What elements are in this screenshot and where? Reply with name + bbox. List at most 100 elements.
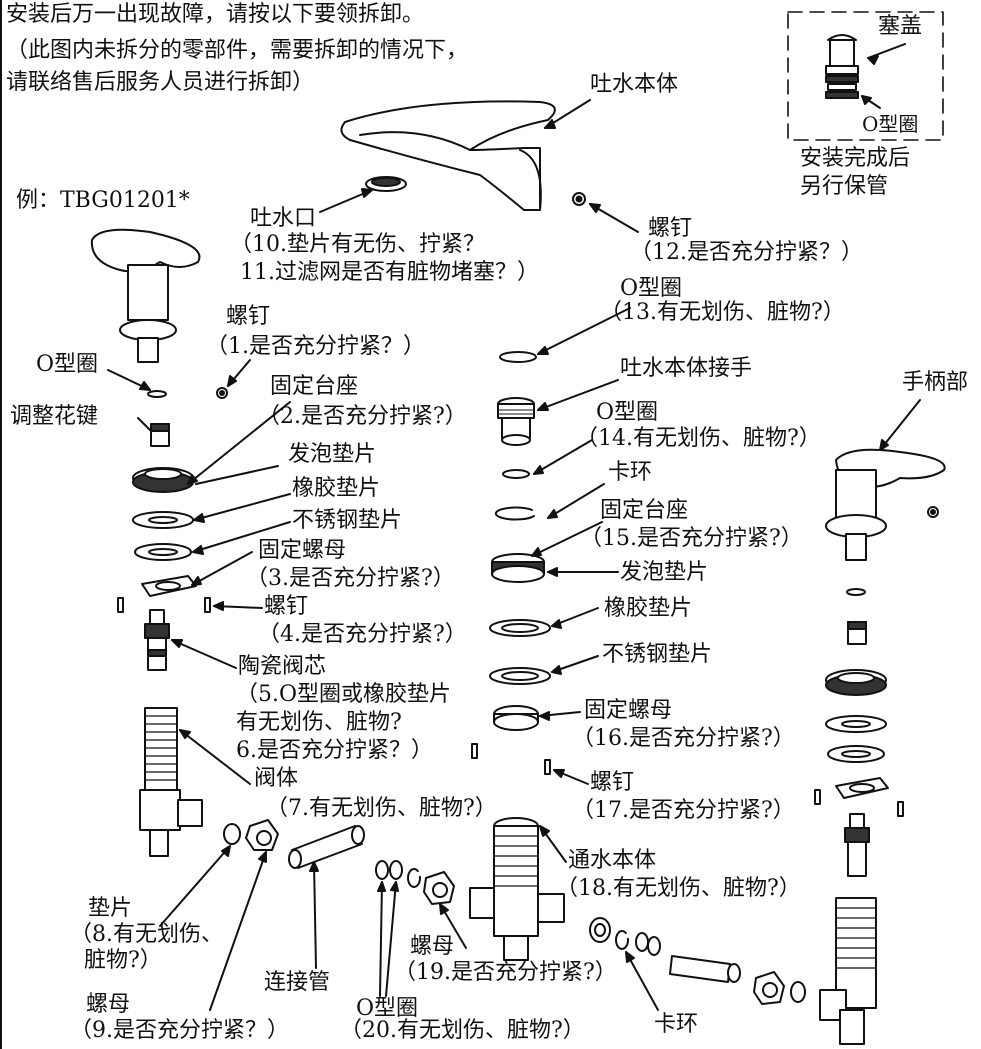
center-rubber-icon bbox=[489, 619, 551, 637]
right-screw-a bbox=[814, 789, 821, 805]
oring14-q: （14.有无划伤、脏物?） bbox=[576, 426, 821, 451]
right-handle-shape bbox=[825, 448, 946, 561]
gasket8-arrow bbox=[159, 845, 231, 927]
right-bottom-gasket bbox=[790, 981, 806, 1003]
oring13-arrow bbox=[537, 307, 631, 355]
pipe-icon bbox=[288, 825, 365, 869]
spout-body-label: 吐水本体 bbox=[590, 72, 679, 97]
right-nut-icon bbox=[835, 777, 889, 799]
screw1-label: 螺钉 bbox=[226, 304, 271, 329]
left-oring-label: O型圈 bbox=[36, 352, 99, 377]
intro-line-3: 请联络售后服务人员进行拆卸） bbox=[6, 70, 315, 95]
nut19-label: 螺母 bbox=[410, 934, 455, 959]
right-screw-icon bbox=[927, 506, 939, 518]
rubber-arrow bbox=[193, 493, 291, 521]
right-rubber-icon bbox=[825, 715, 887, 733]
steel-arrow bbox=[192, 521, 291, 553]
left-handle-shape bbox=[90, 228, 201, 363]
base2-label: 固定台座 bbox=[270, 374, 359, 399]
intro-line-2: （此图内未拆分的零部件，需要拆卸的情况下， bbox=[6, 38, 469, 63]
nut16-q: （16.是否充分拧紧?） bbox=[572, 726, 795, 751]
nut9-q: （9.是否充分拧紧？） bbox=[70, 1018, 289, 1043]
water-body-q: （18.有无划伤、脏物?） bbox=[556, 876, 801, 901]
right-valve-body-icon bbox=[819, 897, 877, 1045]
valve-label: 阀体 bbox=[254, 766, 299, 791]
right-bottom-orings bbox=[635, 932, 661, 956]
spout-body-shape bbox=[340, 100, 556, 211]
nut9-arrow bbox=[209, 851, 267, 1011]
snap-ring-icon bbox=[494, 506, 535, 521]
base2-arrow bbox=[187, 401, 291, 485]
inset-oring-label: O型圈 bbox=[862, 112, 919, 136]
nut3-label: 固定螺母 bbox=[258, 538, 347, 563]
right-bottom-snap bbox=[615, 930, 629, 950]
base2-q: （2.是否充分拧紧?） bbox=[258, 404, 467, 429]
left-nut-icon bbox=[141, 575, 197, 597]
nut3-q: （3.是否充分拧紧?） bbox=[246, 566, 455, 591]
screw17-label: 螺钉 bbox=[590, 770, 635, 795]
left-border-line bbox=[0, 0, 2, 1049]
intro-line-1: 安装后万一出现故障，请按以下要领拆卸。 bbox=[6, 2, 425, 27]
rubber-label: 橡胶垫片 bbox=[292, 476, 381, 501]
gasket8-q1: （8.有无划伤、 bbox=[70, 922, 223, 947]
inset-note-1: 安装完成后 bbox=[800, 146, 911, 171]
water-body-label: 通水本体 bbox=[568, 848, 657, 873]
right-cartridge-icon bbox=[844, 813, 870, 877]
left-steel-icon bbox=[134, 543, 192, 561]
left-rubber-icon bbox=[132, 511, 194, 529]
left-screw1-icon bbox=[216, 387, 228, 399]
snap-ring-label: 卡环 bbox=[608, 460, 653, 485]
left-valve-body-icon bbox=[139, 707, 203, 857]
spout-screw-label: 螺钉 bbox=[648, 216, 693, 241]
screw4-q: （4.是否充分拧紧?） bbox=[258, 622, 467, 647]
center-base-icon bbox=[491, 553, 545, 583]
spline-icon bbox=[150, 423, 170, 447]
steel-label: 不锈钢垫片 bbox=[292, 508, 403, 533]
nut9-label: 螺母 bbox=[86, 992, 131, 1017]
right-bottom-nut2 bbox=[753, 971, 785, 1005]
inset-dashed-box bbox=[787, 11, 944, 141]
valve-q7: （7.有无划伤、脏物?） bbox=[266, 796, 497, 821]
inset-plug-label: 塞盖 bbox=[878, 14, 923, 39]
base15-q: （15.是否充分拧紧?） bbox=[580, 526, 803, 551]
oring20-arrow-a bbox=[379, 881, 383, 997]
foam15-label: 发泡垫片 bbox=[620, 560, 709, 585]
outlet-q11: 11.过滤网是否有脏物堵塞？） bbox=[240, 260, 539, 285]
connector-arrow bbox=[537, 379, 619, 411]
right-bottom-pipe bbox=[669, 955, 741, 983]
cartridge-q5b: 有无划伤、脏物? bbox=[236, 710, 402, 735]
outlet-q10: （10.垫片有无伤、拧紧？ bbox=[230, 232, 485, 257]
right-bottom-nut bbox=[589, 917, 611, 943]
inset-note-2: 另行保管 bbox=[800, 174, 889, 199]
spline-label: 调整花键 bbox=[10, 404, 99, 429]
outlet-part-icon bbox=[365, 176, 407, 192]
spline-arrow bbox=[137, 417, 151, 431]
nut19-icon bbox=[423, 871, 455, 905]
cartridge-q6: 6.是否充分拧紧？） bbox=[236, 738, 433, 763]
gasket8-q2: 脏物?） bbox=[84, 948, 162, 973]
right-screw-b bbox=[897, 801, 904, 817]
left-oring-icon bbox=[147, 390, 167, 398]
oring20-arrow-b bbox=[385, 881, 397, 997]
left-cartridge-icon bbox=[144, 609, 170, 671]
spout-screw-q12: （12.是否充分拧紧？） bbox=[630, 240, 863, 265]
pipe-arrow bbox=[313, 861, 317, 969]
foam-arrow bbox=[195, 465, 279, 485]
nut3-arrow bbox=[191, 551, 253, 586]
oring20-icons bbox=[375, 860, 403, 880]
right-spline-icon bbox=[847, 621, 867, 645]
left-screw4-icons bbox=[117, 597, 211, 613]
oring14-label: O型圈 bbox=[596, 400, 659, 425]
right-base-icon bbox=[825, 669, 887, 696]
gasket8-icon bbox=[223, 823, 241, 845]
oring13-label: O型圈 bbox=[620, 276, 683, 301]
nut19-q: （19.是否充分拧紧?） bbox=[394, 960, 617, 985]
oring20-q: （20.有无划伤、脏物?） bbox=[340, 1018, 585, 1043]
oring14-icon bbox=[502, 469, 530, 479]
base15-label: 固定台座 bbox=[600, 498, 689, 523]
center-nut-icon bbox=[493, 705, 539, 731]
center-screw-a bbox=[471, 743, 478, 759]
oring13-q: （13.有无划伤、脏物?） bbox=[600, 300, 845, 325]
right-steel-icon bbox=[827, 745, 885, 763]
left-snap-ring-icon bbox=[407, 868, 421, 888]
